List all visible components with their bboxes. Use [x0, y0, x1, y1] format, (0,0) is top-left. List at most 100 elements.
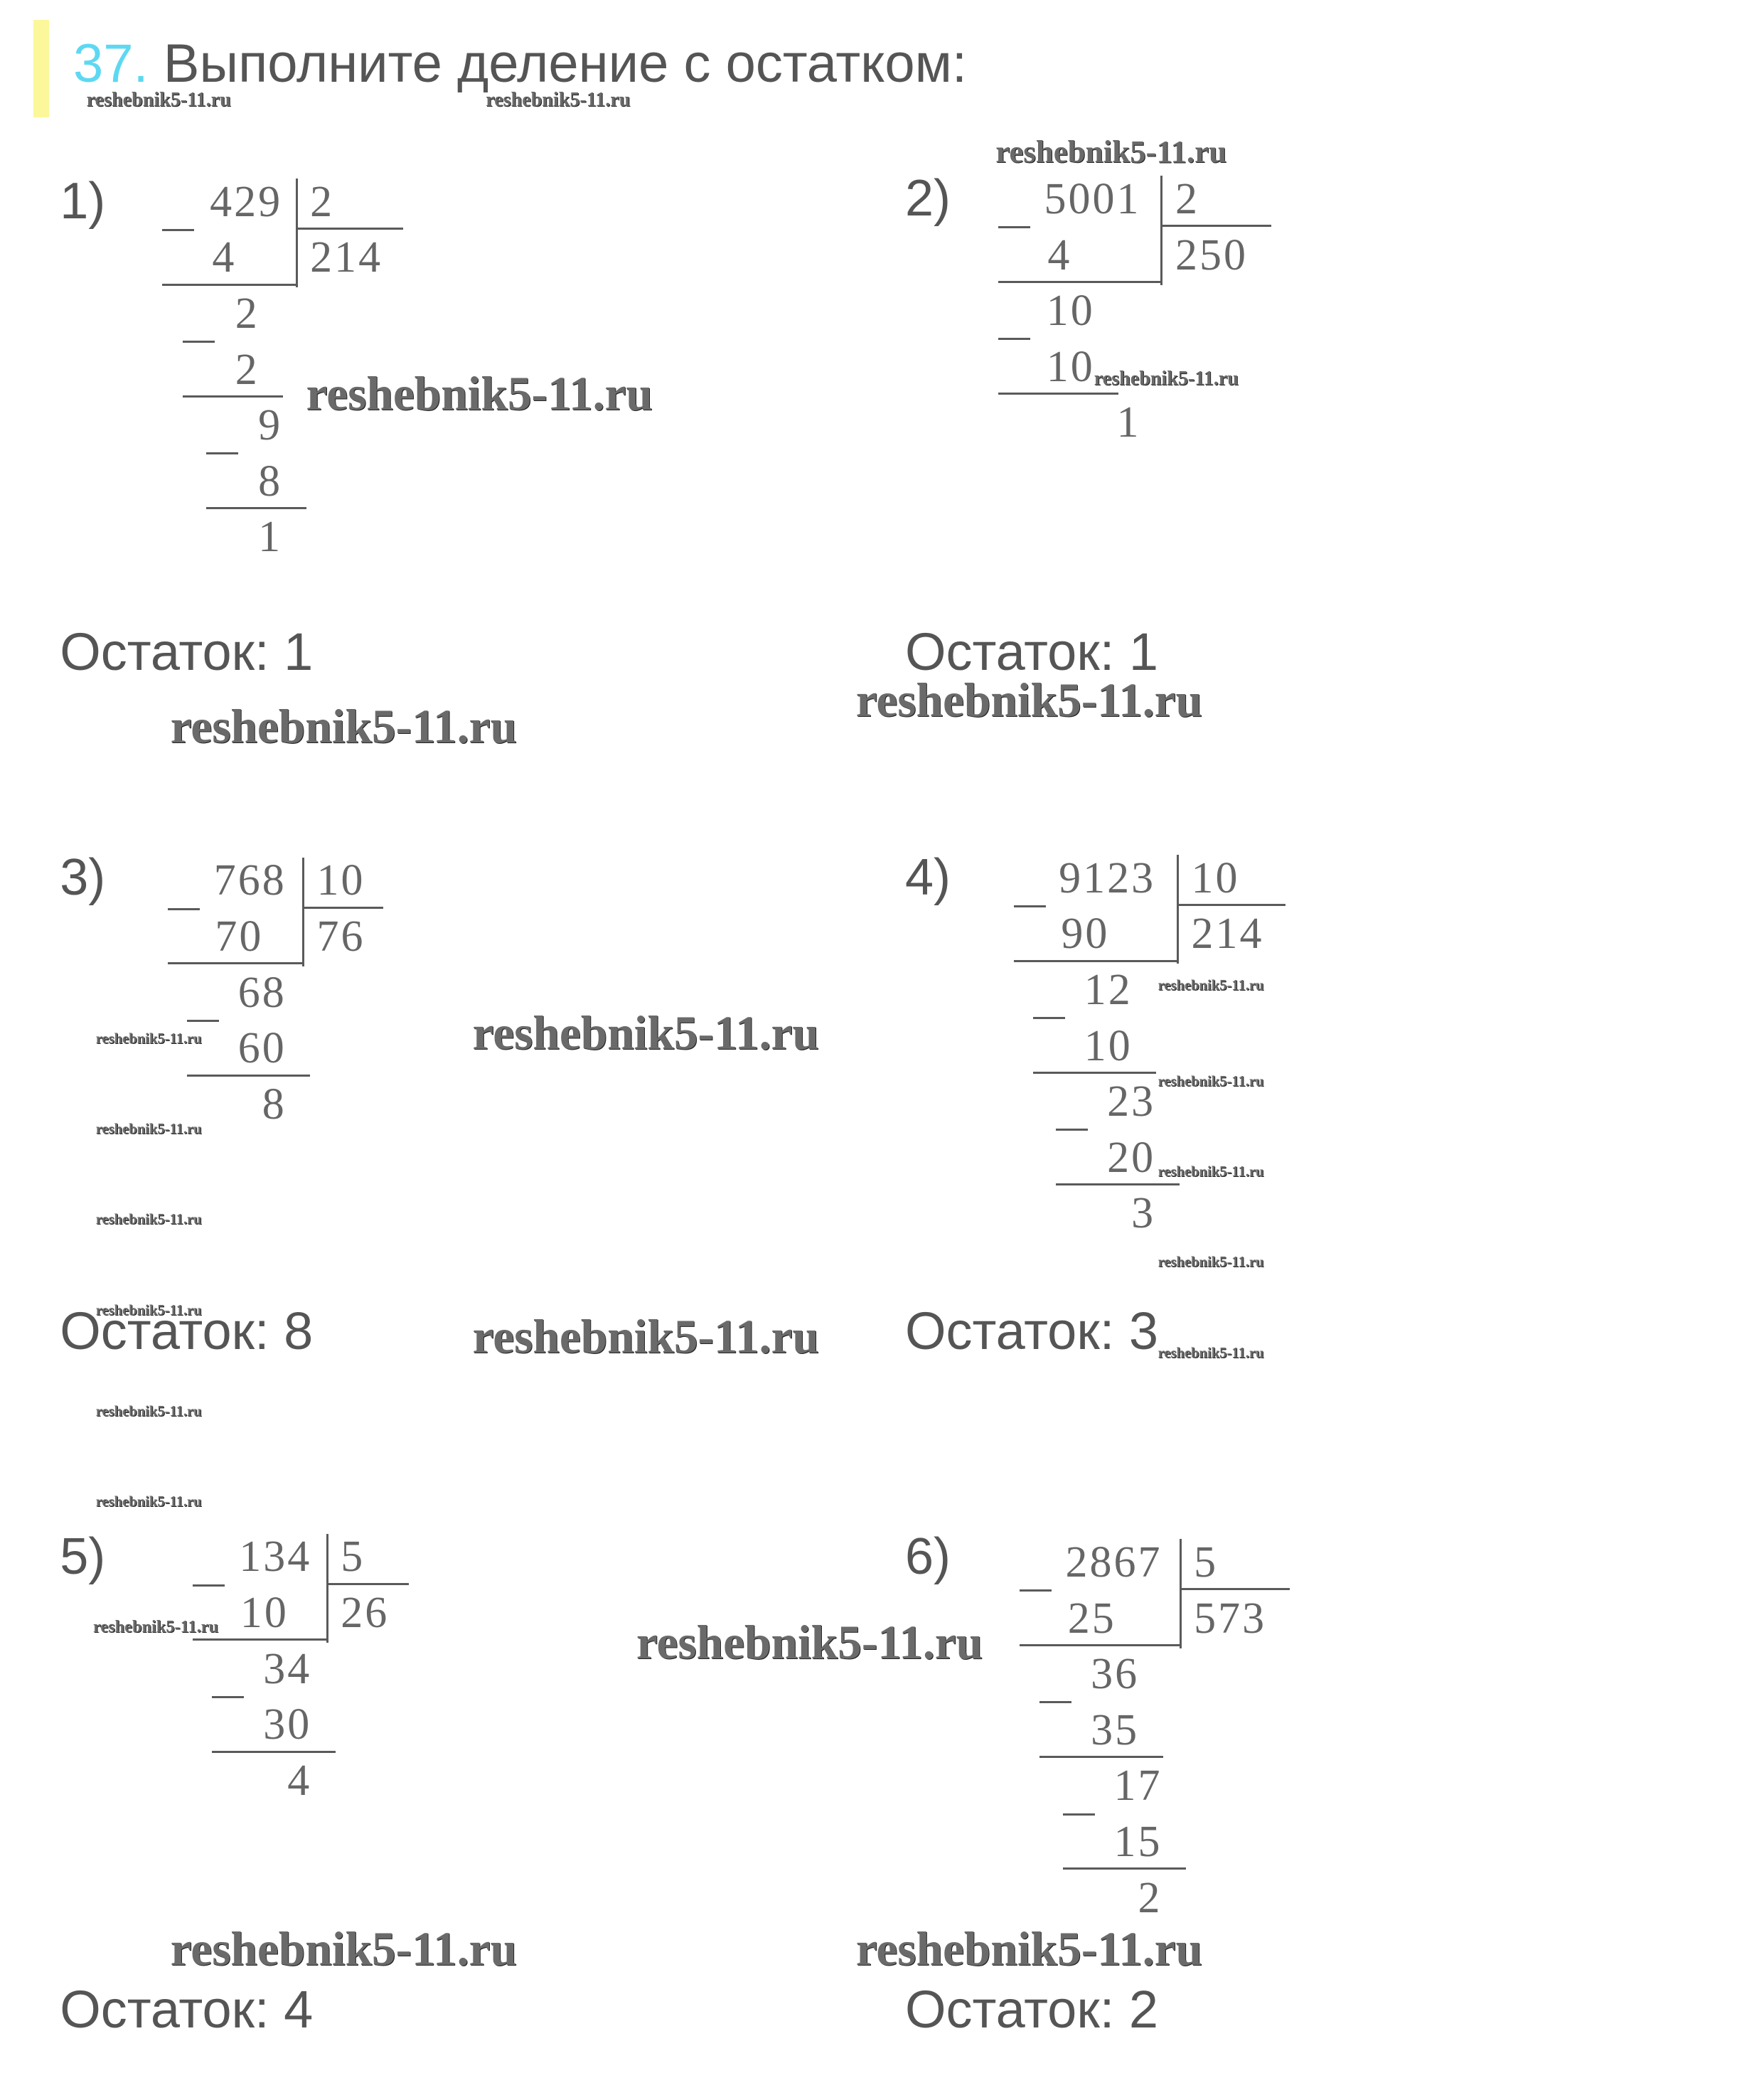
subtraction-line	[212, 1750, 336, 1753]
subtraction-line	[1014, 959, 1177, 962]
watermark: reshebnik5-11.ru	[95, 1403, 202, 1419]
step-number: 25	[1067, 1594, 1116, 1643]
problem-label: 6)	[904, 1528, 951, 1585]
watermark: reshebnik5-11.ru	[855, 673, 1203, 727]
subtraction-line	[1039, 1756, 1163, 1759]
minus-sign	[193, 1584, 225, 1587]
division-bar	[1179, 1539, 1182, 1648]
remainder: 1	[258, 513, 283, 562]
step-number: 70	[215, 912, 264, 961]
subtraction-line	[167, 962, 302, 965]
divisor: 5	[341, 1533, 365, 1582]
minus-sign	[183, 341, 215, 343]
minus-sign	[1032, 1017, 1065, 1020]
step-number: 10	[1046, 287, 1095, 336]
remainder: 1	[1116, 398, 1141, 447]
step-number: 4	[212, 233, 237, 282]
divisor: 2	[1175, 174, 1199, 223]
exercise-text: Выполните деление с остатком:	[163, 33, 967, 94]
watermark: reshebnik5-11.ru	[995, 133, 1227, 169]
quotient-line	[1179, 1588, 1290, 1591]
quotient-line	[1176, 904, 1286, 907]
minus-sign	[162, 228, 195, 231]
subtraction-line	[998, 393, 1119, 395]
minus-sign	[212, 1695, 245, 1698]
step-number: 2	[235, 345, 260, 394]
quotient-line	[326, 1582, 409, 1585]
division-bar	[295, 178, 298, 288]
minus-sign	[167, 907, 200, 910]
quotient-line	[1160, 225, 1271, 228]
step-number: 12	[1084, 965, 1133, 1014]
remainder-answer: Остаток: 8	[60, 1301, 314, 1360]
dividend: 5001	[1044, 174, 1141, 223]
subtraction-line	[1056, 1183, 1180, 1186]
step-number: 10	[1084, 1021, 1133, 1070]
watermark: reshebnik5-11.ru	[95, 1212, 202, 1228]
watermark: reshebnik5-11.ru	[95, 1302, 202, 1318]
watermark: reshebnik5-11.ru	[86, 89, 231, 112]
step-number: 8	[258, 457, 283, 506]
subtraction-line	[183, 395, 284, 398]
remainder-answer: Остаток: 1	[904, 622, 1158, 681]
step-number: 68	[237, 968, 287, 1017]
dividend: 9123	[1059, 853, 1156, 902]
watermark: reshebnik5-11.ru	[1094, 367, 1239, 390]
watermark: reshebnik5-11.ru	[1158, 1164, 1264, 1180]
watermark: reshebnik5-11.ru	[855, 1922, 1203, 1976]
minus-sign	[1039, 1701, 1072, 1704]
dividend: 768	[213, 856, 287, 905]
watermark: reshebnik5-11.ru	[1158, 1254, 1264, 1271]
step-number: 2	[235, 289, 260, 338]
step-number: 9	[258, 401, 283, 450]
remainder-answer: Остаток: 1	[60, 622, 314, 681]
subtraction-line	[1032, 1071, 1157, 1074]
quotient: 214	[1191, 910, 1264, 959]
remainder: 8	[262, 1080, 287, 1129]
step-number: 23	[1107, 1077, 1156, 1126]
problem-label: 4)	[904, 849, 951, 907]
watermark: reshebnik5-11.ru	[306, 367, 653, 421]
quotient-line	[301, 906, 384, 909]
minus-sign	[1014, 905, 1047, 907]
remainder-answer: Остаток: 4	[60, 1980, 314, 2040]
dividend: 429	[210, 177, 283, 226]
step-number: 90	[1061, 910, 1110, 959]
watermark: reshebnik5-11.ru	[472, 1309, 819, 1363]
minus-sign	[998, 226, 1030, 229]
problem-label: 2)	[904, 170, 951, 228]
subtraction-line	[1019, 1643, 1180, 1646]
remainder: 3	[1131, 1189, 1156, 1238]
divisor: 2	[310, 177, 335, 226]
watermark: reshebnik5-11.ru	[486, 89, 631, 112]
minus-sign	[205, 452, 238, 455]
watermark: reshebnik5-11.ru	[95, 1121, 202, 1138]
step-number: 30	[263, 1700, 312, 1749]
watermark: reshebnik5-11.ru	[1158, 1345, 1264, 1361]
remainder: 2	[1138, 1873, 1162, 1922]
divisor: 10	[316, 856, 365, 905]
watermark: reshebnik5-11.ru	[472, 1006, 819, 1060]
watermark: reshebnik5-11.ru	[170, 1922, 517, 1976]
step-number: 17	[1113, 1761, 1162, 1811]
minus-sign	[1062, 1813, 1095, 1816]
dividend: 134	[239, 1533, 312, 1582]
division-bar	[326, 1533, 328, 1643]
remainder: 4	[287, 1756, 312, 1805]
dividend: 2867	[1065, 1537, 1162, 1587]
watermark: reshebnik5-11.ru	[1158, 977, 1264, 993]
problem-label: 3)	[60, 849, 106, 907]
watermark: reshebnik5-11.ru	[93, 1617, 218, 1637]
subtraction-line	[1062, 1867, 1186, 1870]
problem-label: 5)	[60, 1528, 106, 1585]
quotient-line	[295, 228, 404, 230]
watermark: reshebnik5-11.ru	[95, 1494, 202, 1510]
minus-sign	[1056, 1129, 1089, 1131]
step-number: 35	[1091, 1705, 1140, 1754]
watermark: reshebnik5-11.ru	[95, 1030, 202, 1047]
exercise-title: 37. Выполните деление с остатком:	[73, 37, 967, 91]
quotient: 26	[341, 1589, 390, 1638]
step-number: 34	[263, 1644, 312, 1693]
division-bar	[301, 857, 304, 967]
subtraction-line	[998, 280, 1161, 283]
